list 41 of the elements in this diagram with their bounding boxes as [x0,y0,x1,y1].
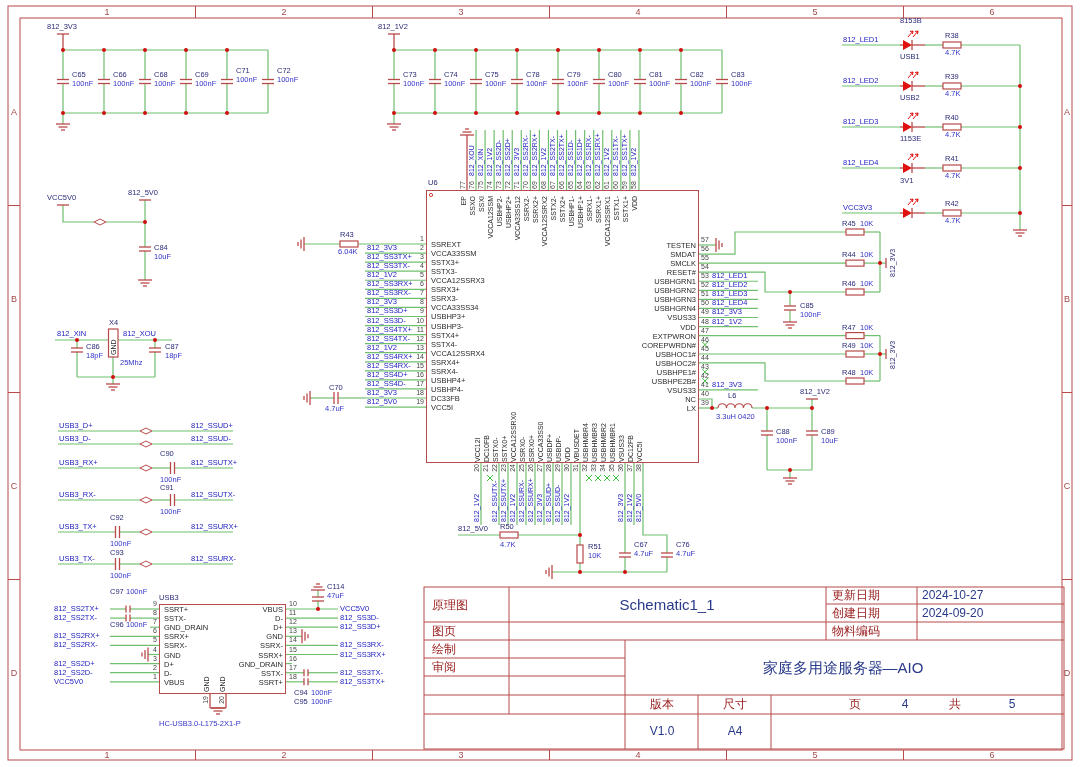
zone-marker: 5 [812,749,818,761]
zone-marker: 1 [104,749,110,761]
title-block-field-name: 审阅 [432,660,456,674]
zone-marker: C [10,480,18,492]
title-block-value: 2024-09-20 [922,606,984,620]
zone-marker: A [11,106,17,118]
title-block-field-name: 物料编码 [832,624,880,638]
connector-body [159,604,286,694]
zone-marker: C [1063,480,1071,492]
title-block-value: A4 [727,724,743,738]
zone-marker: 2 [281,6,287,18]
title-block-field-name: 尺寸 [723,697,747,711]
title-block-field-name: 原理图 [432,598,468,612]
title-block-value: 5 [1008,697,1016,711]
zone-marker: 3 [458,749,464,761]
zone-marker: A [1064,106,1070,118]
ic-chip-body [426,190,699,463]
zone-marker: 6 [989,6,995,18]
zone-marker: 4 [635,749,641,761]
title-block-field-name: 更新日期 [832,588,880,602]
zone-marker: B [1064,293,1070,305]
zone-marker: B [11,293,17,305]
zone-marker: 3 [458,6,464,18]
title-block-title: Schematic1_1 [619,595,715,613]
title-block-field-name: 图页 [432,624,456,638]
zone-marker: 2 [281,749,287,761]
zone-marker: 4 [635,6,641,18]
zone-marker: D [1063,667,1071,679]
title-block-field-name: 创建日期 [832,606,880,620]
title-block-field-name: 绘制 [432,642,456,656]
title-block-value: 4 [901,697,909,711]
title-block-title: 家庭多用途服务器—AIO [762,658,924,676]
title-block-field-name: 页 [849,697,861,711]
title-block-value: V1.0 [649,724,675,738]
zone-marker: D [10,667,18,679]
zone-marker: 6 [989,749,995,761]
zone-marker: 1 [104,6,110,18]
title-block-value: 2024-10-27 [922,588,984,602]
zone-marker: 5 [812,6,818,18]
title-block-field-name: 版本 [650,697,674,711]
title-block-field-name: 共 [949,697,961,711]
